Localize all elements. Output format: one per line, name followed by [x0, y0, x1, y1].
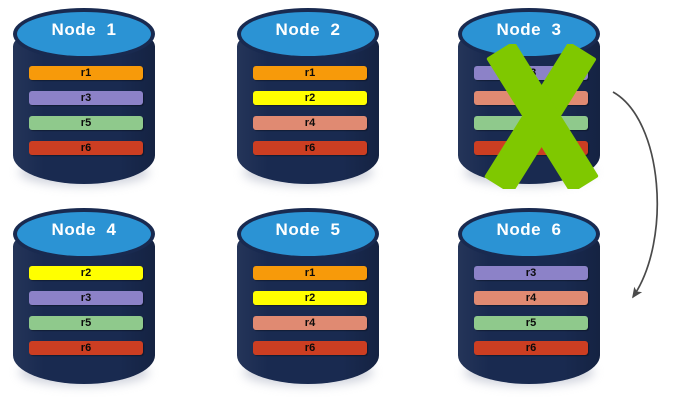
record-list: r3 r4 r5 r6: [474, 66, 588, 155]
node-title: Node 6: [496, 220, 562, 239]
record-bar[interactable]: r2: [253, 91, 367, 105]
record-list: r1 r2 r4 r6: [253, 266, 367, 355]
cylinder-top-face: [17, 212, 151, 256]
record-bar[interactable]: r5: [29, 116, 143, 130]
record-bar[interactable]: r1: [253, 66, 367, 80]
record-list: r1 r3 r5 r6: [29, 66, 143, 155]
cylinder-top-face: [17, 12, 151, 56]
database-node-6[interactable]: Node 6 r3 r4 r5 r6: [458, 208, 600, 390]
record-bar[interactable]: r4: [474, 291, 588, 305]
record-bar[interactable]: r5: [474, 116, 588, 130]
record-bar[interactable]: r5: [29, 316, 143, 330]
node-title: Node 2: [275, 20, 341, 39]
record-bar[interactable]: r4: [474, 91, 588, 105]
record-list: r3 r4 r5 r6: [474, 266, 588, 355]
record-bar[interactable]: r2: [29, 266, 143, 280]
node-title: Node 3: [496, 20, 562, 39]
database-node-4[interactable]: Node 4 r2 r3 r5 r6: [13, 208, 155, 390]
record-bar[interactable]: r6: [474, 141, 588, 155]
record-bar[interactable]: r5: [474, 316, 588, 330]
database-node-1[interactable]: Node 1 r1 r3 r5 r6: [13, 8, 155, 190]
cylinder-top-face: [241, 212, 375, 256]
database-node-3[interactable]: Node 3 r3 r4 r5 r6: [458, 8, 600, 190]
record-bar[interactable]: r6: [253, 141, 367, 155]
record-list: r2 r3 r5 r6: [29, 266, 143, 355]
record-bar[interactable]: r3: [29, 291, 143, 305]
node-title: Node 1: [51, 20, 117, 39]
record-bar[interactable]: r1: [29, 66, 143, 80]
record-bar[interactable]: r6: [474, 341, 588, 355]
database-node-2[interactable]: Node 2 r1 r2 r4 r6: [237, 8, 379, 190]
record-bar[interactable]: r4: [253, 116, 367, 130]
node-title: Node 5: [275, 220, 341, 239]
record-bar[interactable]: r6: [29, 141, 143, 155]
cylinder-top-face: [241, 12, 375, 56]
record-bar[interactable]: r3: [29, 91, 143, 105]
database-node-5[interactable]: Node 5 r1 r2 r4 r6: [237, 208, 379, 390]
record-bar[interactable]: r2: [253, 291, 367, 305]
record-bar[interactable]: r1: [253, 266, 367, 280]
record-bar[interactable]: r3: [474, 266, 588, 280]
record-bar[interactable]: r3: [474, 66, 588, 80]
record-bar[interactable]: r6: [253, 341, 367, 355]
record-list: r1 r2 r4 r6: [253, 66, 367, 155]
node-title: Node 4: [51, 220, 117, 239]
record-bar[interactable]: r6: [29, 341, 143, 355]
cylinder-top-face: [462, 212, 596, 256]
record-bar[interactable]: r4: [253, 316, 367, 330]
